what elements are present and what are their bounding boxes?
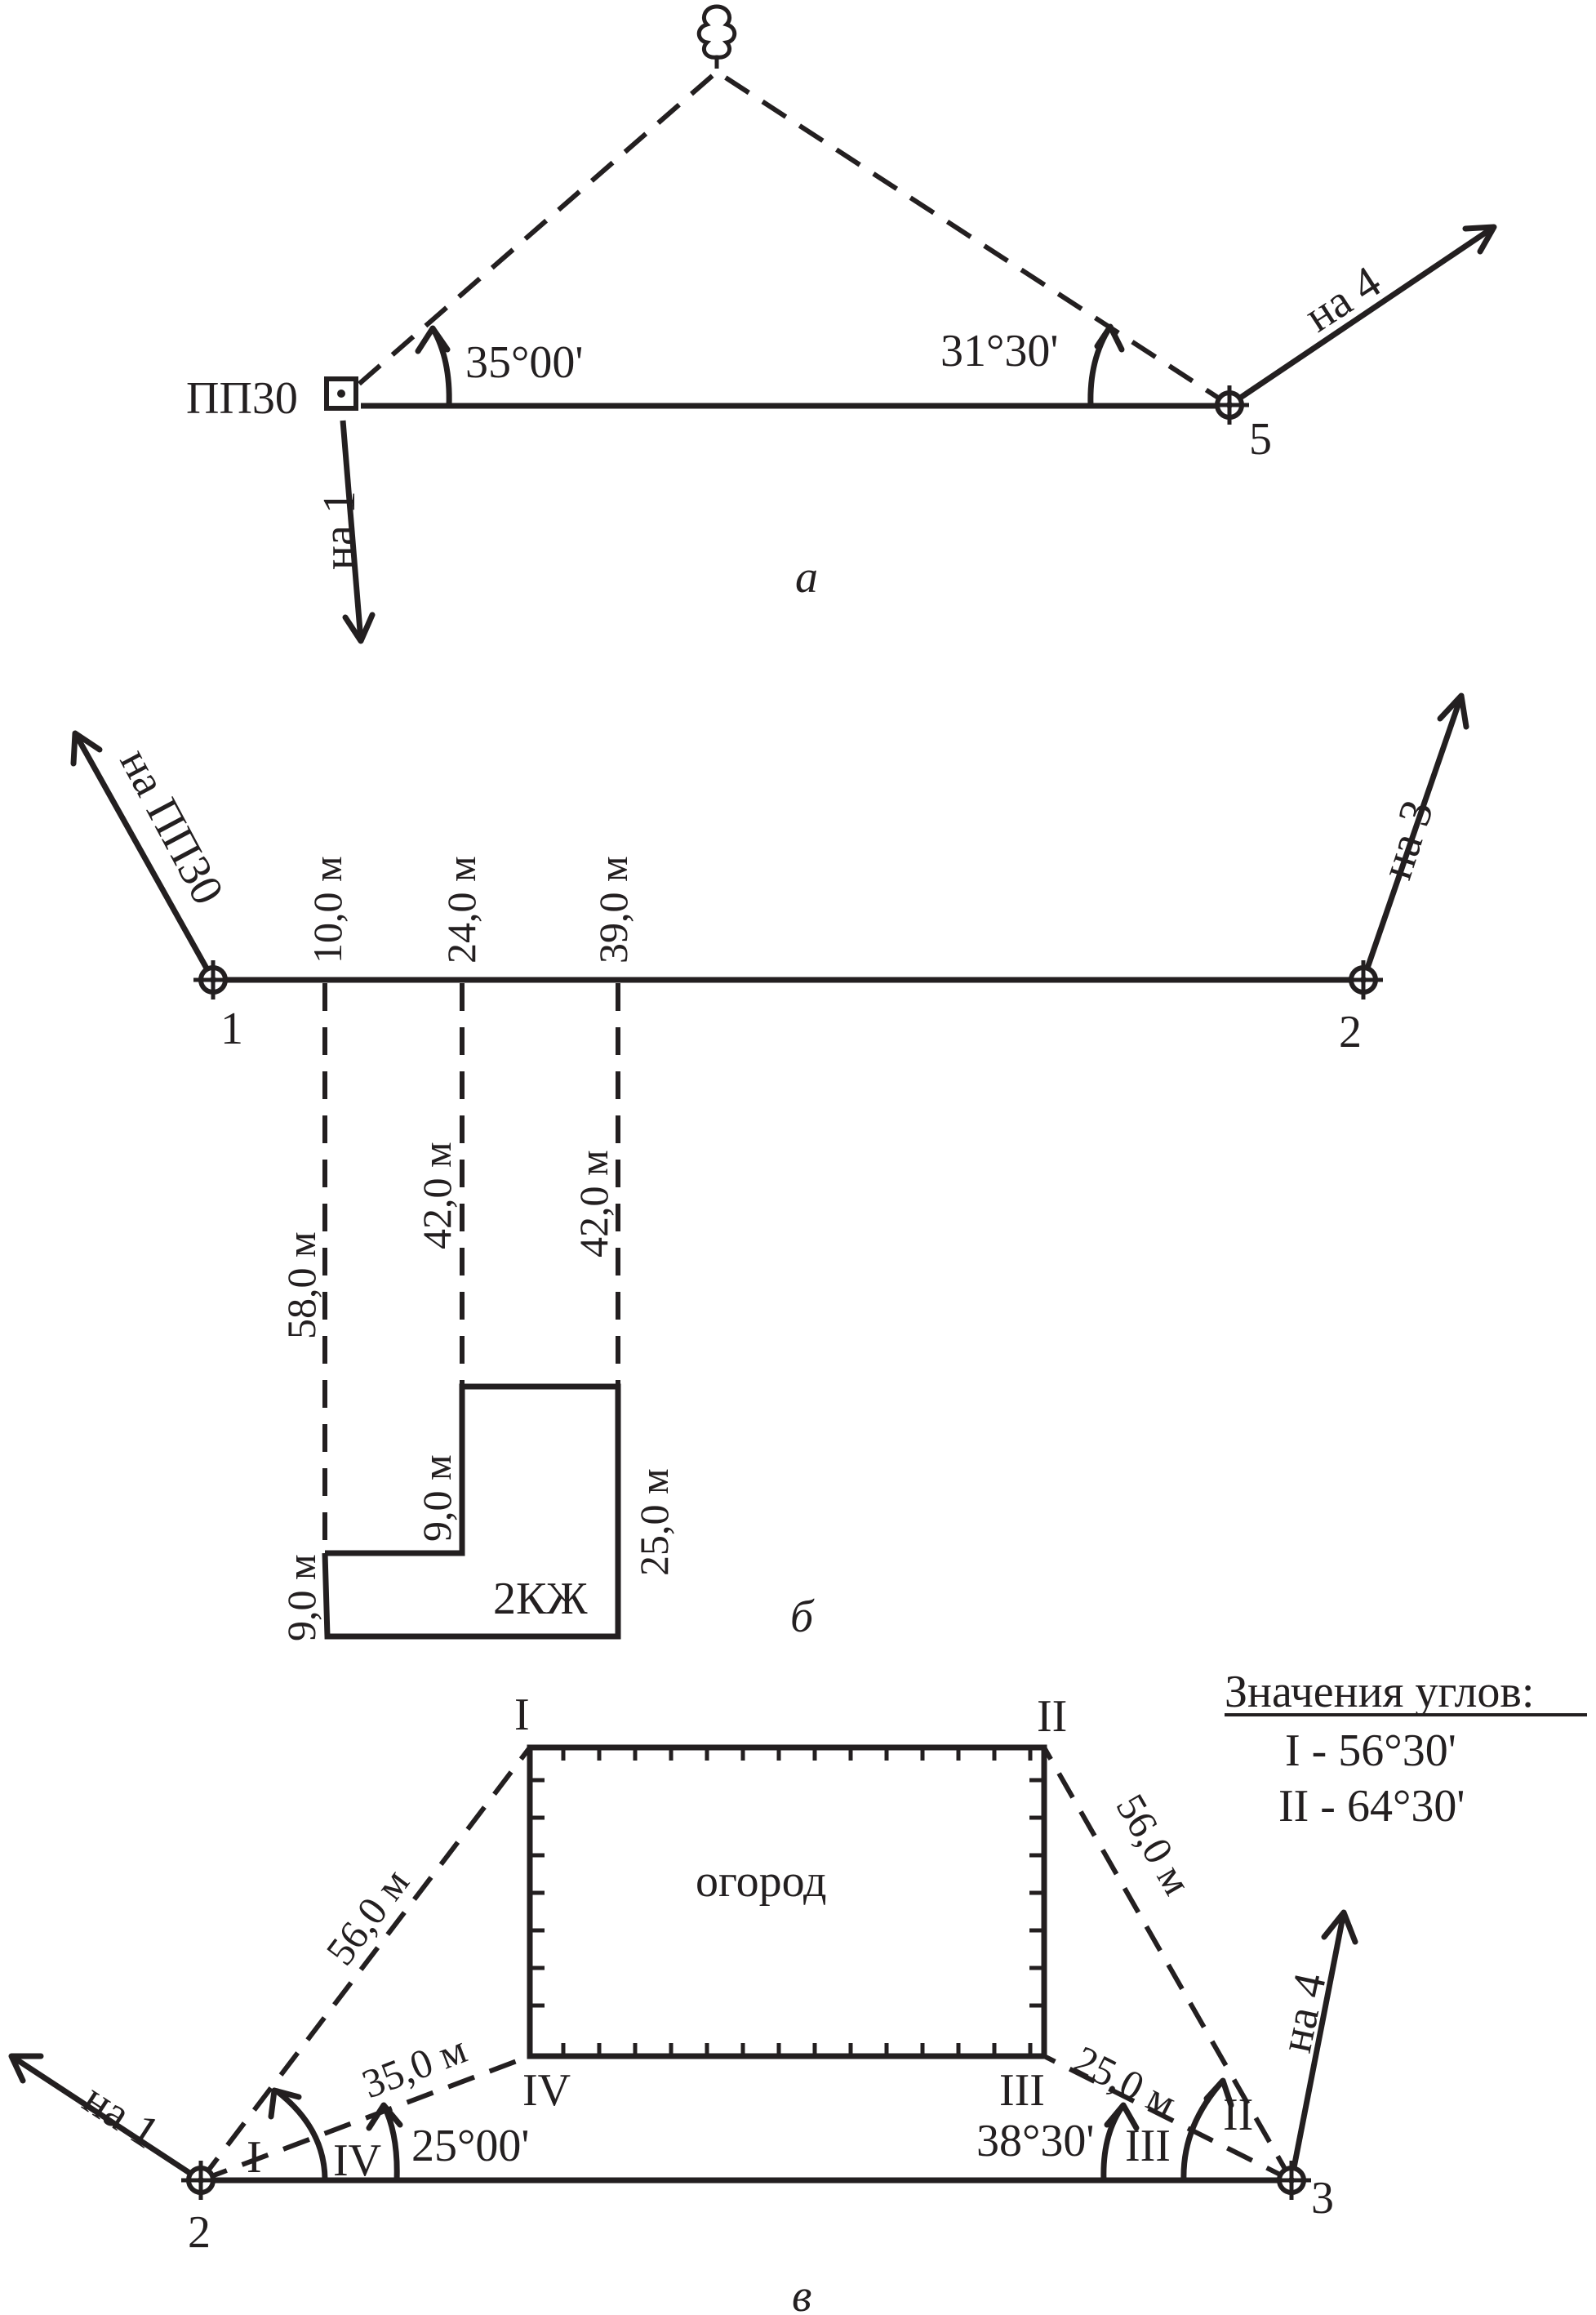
garden-plot-ticks [530,1747,1044,2056]
chainage-label-10m: 10,0 м [305,856,350,964]
arrowhead-icon [1104,2102,1140,2131]
angles-legend-title: Значения углов: [1225,1667,1534,1717]
direction-label-to-4: на 4 [1296,256,1389,342]
angle-arc-I [273,2088,328,2181]
point-label-1: 1 [220,1004,243,1054]
building-side-label-step: 9,0 м [414,1454,460,1542]
angle-label-right: 31°30' [940,326,1058,376]
point-label-2: 2 [188,2207,211,2258]
sight-line-2-to-I [198,1746,532,2182]
direction-label-to-3: на 3 [1371,795,1443,885]
angle-value-II: II - 64°30' [1278,1781,1465,1832]
arrowhead-icon [415,325,451,354]
chainage-label-24m: 24,0 м [438,856,484,964]
arrowhead-icon [8,2053,44,2084]
point-marker-2 [181,2161,220,2200]
garden-plot-outline [527,1744,1047,2059]
angle-label-left: 35°00' [465,337,583,388]
angle-name-right-III: III [1125,2121,1171,2171]
point-label-2: 2 [1339,1007,1362,1057]
point-marker-2 [1344,960,1383,999]
direction-line-to-4 [1228,225,1496,407]
angle-name-left-I: I [247,2132,262,2183]
arrowhead-icon [268,2087,302,2120]
corner-label-II: II [1037,1691,1067,1742]
distance-label-to-IV: 35,0 м [356,2026,473,2107]
sight-line-3-to-III [1043,2054,1293,2183]
building-side-label-left: 9,0 м [278,1554,324,1641]
sight-line-pp30-to-tree [358,69,718,386]
station-marker-pp30 [324,376,358,411]
chainage-label-39m: 39,0 м [590,856,636,964]
point-label-5: 5 [1249,414,1272,465]
arrowhead-icon [1462,224,1497,255]
building-outline-2kzh [322,1383,621,1640]
direction-line-to-3 [1360,694,1465,982]
point-marker-5 [1210,385,1249,425]
panel-caption-c: в [792,2271,811,2315]
panel-b: 1 2 на ПП30 на 3 10,0 м 24,0 м 39,0 м 58… [70,692,1469,1642]
arrowhead-icon [366,2102,403,2131]
area-label: огород [696,1856,826,1907]
station-label-pp30: ПП30 [186,373,298,424]
corner-label-I: I [514,1690,530,1740]
building-label: 2КЖ [493,1574,588,1624]
building-side-label-right: 25,0 м [631,1468,677,1576]
point-label-3: 3 [1311,2173,1334,2224]
panel-a: ПП30 35°00' 31°30' 5 на 1 на 4 а [186,4,1497,644]
angle-value-III: 38°30' [976,2116,1094,2166]
panel-caption-a: а [795,552,818,603]
angle-value-I: I - 56°30' [1285,1725,1456,1776]
tree-icon [696,4,737,69]
distance-label-to-II: 56,0 м [1107,1787,1200,1903]
angle-arc-II [1180,2078,1225,2181]
corner-label-IV: IV [522,2065,571,2116]
direction-line-to-1 [10,2054,202,2183]
point-marker-3 [1272,2161,1311,2200]
angle-value-IV: 25°00' [411,2121,529,2171]
arrowhead-icon [70,730,103,767]
arrowhead-icon [1321,1909,1358,1945]
direction-line-to-pp30 [72,732,216,982]
point-marker-1 [193,960,233,999]
arrowhead-icon [1203,2077,1234,2108]
direction-label-to-1: на 1 [74,2073,168,2159]
offset-label-42m-a: 42,0 м [414,1142,460,1249]
arrowhead-icon [1094,323,1125,353]
offset-label-58m: 58,0 м [278,1231,324,1339]
angle-name-left-IV: IV [333,2135,381,2186]
arrowhead-icon [1437,692,1469,730]
sight-line-3-to-II [1042,1746,1294,2182]
angle-name-right-II: II [1223,2090,1253,2140]
direction-line-to-1 [340,420,364,642]
corner-label-III: III [999,2065,1045,2116]
arrowhead-icon [342,612,376,644]
panel-caption-b: б [790,1592,815,1642]
direction-line-to-4 [1288,1912,1347,2181]
panel-c: I II III IV огород 56,0 м 35,0 м 56,0 м … [8,1667,1587,2315]
direction-label-to-4: на 4 [1270,1969,1336,2057]
direction-label-to-1: на 1 [314,491,365,570]
sight-line-2-to-IV [199,2054,531,2183]
offset-label-42m-b: 42,0 м [571,1150,616,1258]
sight-line-5-to-tree [715,69,1231,407]
